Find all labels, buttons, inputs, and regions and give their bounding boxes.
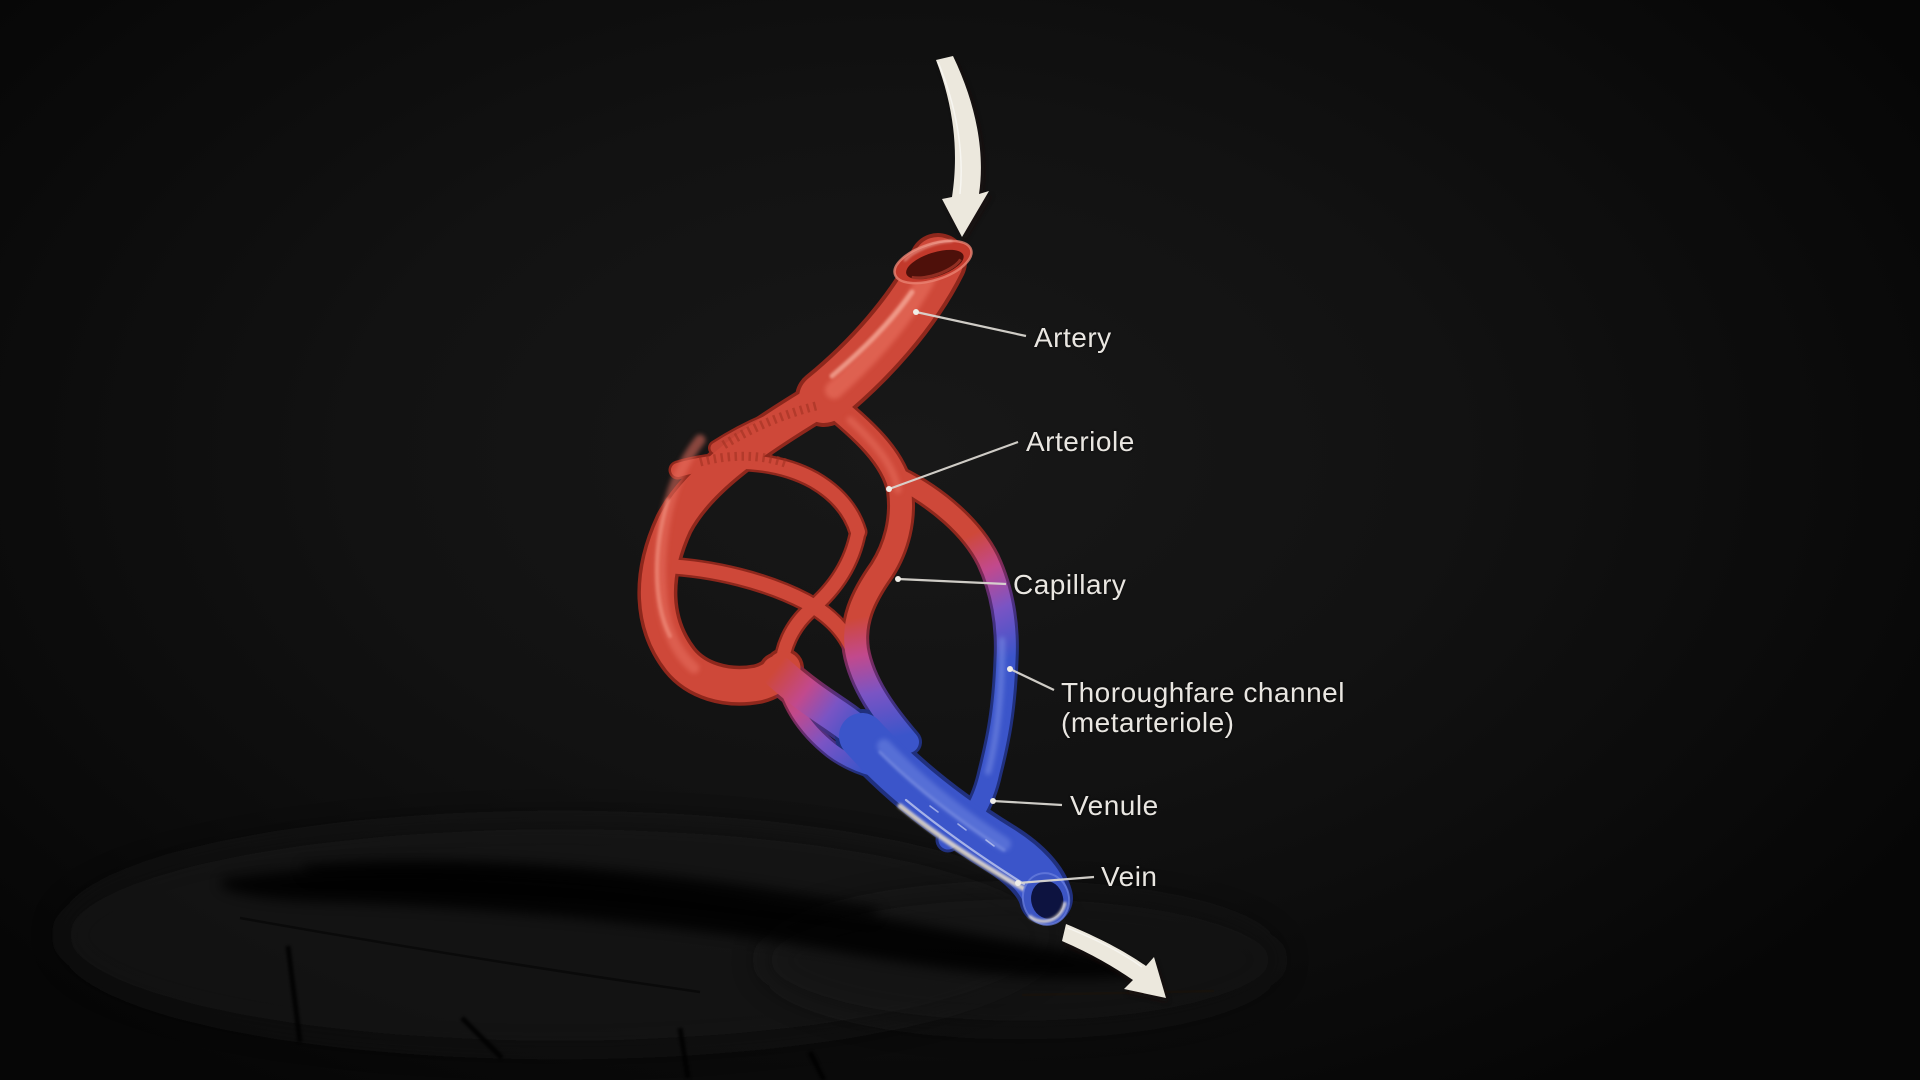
label-artery: Artery xyxy=(1034,322,1112,354)
label-artery-text: Artery xyxy=(1034,322,1112,353)
label-venule-text: Venule xyxy=(1070,790,1159,821)
label-capillary: Capillary xyxy=(1013,569,1126,601)
leader-vein xyxy=(1017,875,1095,885)
leader-arteriole xyxy=(888,440,1019,491)
label-capillary-text: Capillary xyxy=(1013,569,1127,600)
flow-out-arrow xyxy=(1062,924,1168,1002)
arrow-floor-shadow-line xyxy=(1021,989,1215,997)
leader-artery xyxy=(915,310,1027,338)
leader-capillary xyxy=(897,577,1007,586)
vein-opening xyxy=(1021,872,1071,926)
leader-thoroughfare xyxy=(1009,668,1055,691)
label-venule: Venule xyxy=(1070,790,1159,822)
flow-in-arrow xyxy=(936,56,992,241)
label-arteriole: Arteriole xyxy=(1026,426,1135,458)
vessel-network xyxy=(637,233,1073,926)
label-arteriole-text: Arteriole xyxy=(1026,426,1135,457)
capillary-rib-texture xyxy=(698,401,818,469)
leader-venule xyxy=(992,799,1063,807)
label-vein: Vein xyxy=(1101,861,1158,893)
artery-opening xyxy=(893,239,973,285)
label-vein-text: Vein xyxy=(1101,861,1158,892)
leader-lines xyxy=(888,310,1095,885)
label-thoroughfare-channel: Thoroughfare channel (metarteriole) xyxy=(1061,678,1345,738)
thin-line-shadows xyxy=(285,945,827,1080)
label-thoroughfare-line2: (metarteriole) xyxy=(1061,707,1235,738)
label-thoroughfare-line1: Thoroughfare channel xyxy=(1061,677,1345,708)
leader-dots xyxy=(886,309,1021,886)
